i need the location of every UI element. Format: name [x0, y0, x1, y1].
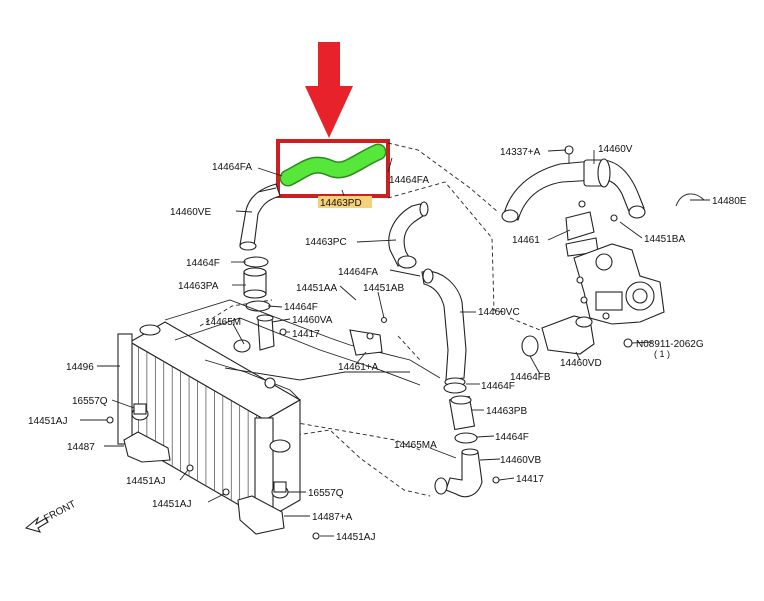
label-14461: 14461: [512, 235, 540, 246]
part-number-highlight: [318, 196, 372, 208]
label-14463PC: 14463PC: [305, 237, 347, 248]
label-14464FA-a: 14464FA: [212, 162, 252, 173]
label-14465M: 14465M: [205, 317, 241, 328]
pointer-arrow: [305, 42, 353, 138]
label-08911-qty: ( 1 ): [654, 349, 670, 359]
hose-14460VC: [421, 268, 467, 387]
hose-14463PC: [388, 201, 429, 269]
label-14451AJ-d: 14451AJ: [336, 532, 375, 543]
label-14460VD: 14460VD: [560, 358, 602, 369]
radiator-core-support: [164, 299, 441, 401]
label-14451AA: 14451AA: [296, 283, 337, 294]
hose-14463PB: [443, 382, 478, 444]
label-14451AJ-a: 14451AJ: [28, 416, 67, 427]
bolt-14451AJ-d: [312, 532, 320, 540]
label-14464FB: 14464FB: [510, 372, 551, 383]
label-14451AB: 14451AB: [363, 283, 404, 294]
bolt-14451AJ-c: [222, 488, 230, 496]
label-14460VC: 14460VC: [478, 307, 520, 318]
label-14451BA: 14451BA: [644, 234, 685, 245]
pipe-14460VB: [434, 448, 500, 498]
highlighted-part-box: [276, 139, 390, 198]
pipe-14460VD: [521, 315, 595, 357]
label-14460VE: 14460VE: [170, 207, 211, 218]
label-08911: N08911-2062G: [636, 339, 704, 350]
label-14464F-c: 14464F: [481, 381, 515, 392]
label-14464FA-c: 14464FA: [338, 267, 378, 278]
bolt-08911: [623, 338, 633, 348]
throttle-body-assembly: [573, 243, 665, 325]
front-label: FRONT: [42, 499, 78, 525]
label-14460VA: 14460VA: [292, 315, 333, 326]
label-14464F-a: 14464F: [186, 258, 220, 269]
label-14465MA: 14465MA: [394, 440, 437, 451]
bracket-14461: [565, 200, 618, 257]
label-14464FA-b: 14464FA: [389, 175, 429, 186]
label-14463PA: 14463PA: [178, 281, 219, 292]
label-14487A: 14487+A: [312, 512, 353, 523]
bracket-14487: [123, 403, 171, 463]
front-direction-indicator: FRONT: [24, 499, 78, 533]
label-14460VB: 14460VB: [500, 455, 541, 466]
label-14337A: 14337+A: [500, 147, 541, 158]
label-14417-b: 14417: [516, 474, 544, 485]
label-14487: 14487: [67, 442, 95, 453]
leader-lines: [80, 149, 710, 537]
clamp-14465M: [233, 339, 251, 353]
hose-14460V: [501, 145, 646, 223]
clip-14480E: [675, 193, 705, 207]
part-labels: 14464FA 14464FA 14337+A 14460V 14480E 14…: [28, 144, 747, 543]
hose-14463PA: [243, 256, 271, 312]
label-14451AJ-b: 14451AJ: [126, 476, 165, 487]
label-14461A: 14461+A: [338, 362, 379, 373]
label-16557Q-a: 16557Q: [72, 396, 108, 407]
hose-14460VE: [239, 183, 281, 251]
label-14464F-b: 14464F: [284, 302, 318, 313]
bracket-14487A: [237, 481, 289, 535]
label-14464F-d: 14464F: [495, 432, 529, 443]
label-14480E: 14480E: [712, 196, 747, 207]
label-14463PD: 14463PD: [320, 198, 362, 209]
label-14451AJ-c: 14451AJ: [152, 499, 191, 510]
label-16557Q-b: 16557Q: [308, 488, 344, 499]
label-14463PB: 14463PB: [486, 406, 527, 417]
bolt-14451AJ-a: [106, 416, 114, 424]
label-14417-a: 14417: [292, 329, 320, 340]
bolt-14451AJ-b: [186, 464, 194, 472]
label-14496: 14496: [66, 362, 94, 373]
label-14460V: 14460V: [598, 144, 633, 155]
